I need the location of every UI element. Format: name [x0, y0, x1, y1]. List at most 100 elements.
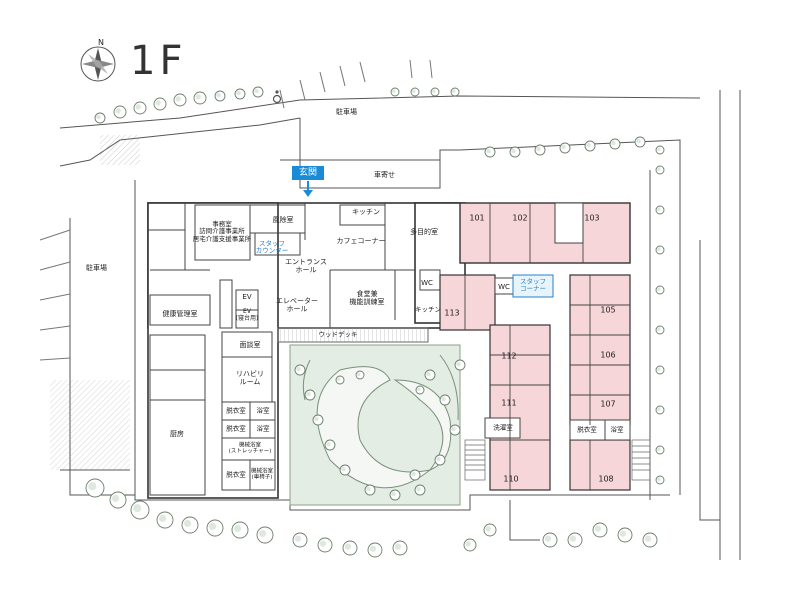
unit-106[interactable]: 106	[600, 350, 616, 360]
tree-highlight	[657, 287, 661, 292]
room-entrance-hall[interactable]: エントランス ホール	[285, 257, 327, 274]
tree-highlight	[452, 89, 456, 93]
tree-highlight	[314, 416, 319, 422]
tree-highlight	[511, 148, 516, 154]
parking-label-top: 駐車場	[336, 108, 357, 116]
room-bath-4[interactable]: 浴室	[610, 425, 624, 434]
entrance-badge[interactable]: 玄関	[292, 166, 324, 180]
tree-highlight	[417, 387, 421, 392]
room-staff-counter[interactable]: スタッフ カウンター	[255, 239, 289, 255]
tree-highlight	[366, 486, 371, 492]
tree-highlight	[209, 522, 217, 531]
tree-highlight	[544, 535, 552, 542]
room-wc-1[interactable]: WC	[421, 278, 433, 287]
tree-highlight	[155, 100, 161, 106]
tree-highlight	[135, 104, 141, 110]
room-laundry[interactable]: 洗濯室	[493, 423, 513, 432]
room-office[interactable]: 事務室 訪問介護事業所 居宅介護支援事業所	[192, 219, 252, 243]
room-consult[interactable]: 面談室	[239, 340, 261, 349]
tree-highlight	[644, 535, 652, 542]
tree-highlight	[441, 396, 446, 402]
tree-highlight	[416, 486, 421, 492]
tree-highlight	[88, 482, 97, 491]
tree-highlight	[426, 371, 431, 377]
tree-highlight	[96, 114, 101, 120]
trees	[85, 86, 665, 558]
tree-highlight	[569, 535, 577, 542]
tree-highlight	[195, 94, 201, 100]
tree-highlight	[254, 88, 259, 94]
tree-highlight	[326, 441, 331, 447]
tree-highlight	[432, 89, 436, 93]
room-ev-1[interactable]: EV	[242, 292, 252, 301]
unit-111[interactable]: 111	[501, 398, 517, 408]
tree-highlight	[657, 207, 661, 211]
arrow-down-icon	[303, 181, 313, 197]
room-wc-2[interactable]: WC	[498, 282, 510, 291]
tree-highlight	[412, 89, 416, 93]
tree-highlight	[657, 147, 661, 151]
tree-highlight	[657, 327, 661, 332]
tree-highlight	[319, 540, 327, 547]
room-changing-4[interactable]: 脱衣室	[577, 425, 597, 434]
room-changing-2[interactable]: 脱衣室	[226, 424, 246, 433]
room-machine-bath-wheelchair[interactable]: 機械浴室 (車椅子)	[250, 468, 274, 481]
unit-102[interactable]: 102	[512, 213, 528, 223]
tree-highlight	[611, 140, 616, 146]
room-elevator-hall[interactable]: エレベーター ホール	[276, 296, 318, 313]
dropoff-label: 車寄せ	[374, 171, 395, 179]
tree-highlight	[536, 146, 541, 152]
room-rehab[interactable]: リハビリ ルーム	[236, 369, 264, 386]
tree-highlight	[486, 148, 491, 154]
tree-highlight	[306, 391, 311, 397]
tree-highlight	[159, 514, 167, 523]
parking-label-left: 駐車場	[86, 264, 107, 272]
room-changing-1[interactable]: 脱衣室	[226, 406, 246, 415]
room-health[interactable]: 健康管理室	[162, 309, 198, 318]
room-machine-bath-stretcher[interactable]: 機械浴室 (ストレッチャー)	[228, 442, 272, 455]
room-kitchen-big[interactable]: 厨房	[170, 429, 184, 438]
tree-highlight	[394, 543, 402, 550]
tree-highlight	[184, 519, 192, 528]
unit-wing	[439, 202, 631, 491]
unit-105[interactable]: 105	[600, 305, 616, 315]
unit-103[interactable]: 103	[584, 213, 600, 223]
parking-stripes	[279, 59, 433, 109]
tree-highlight	[236, 90, 241, 96]
tree-highlight	[657, 367, 661, 372]
tree-highlight	[657, 167, 661, 171]
room-changing-3[interactable]: 脱衣室	[226, 470, 246, 479]
room-bath-1[interactable]: 浴室	[256, 406, 270, 415]
room-dining[interactable]: 食堂兼 機能訓練室	[349, 289, 385, 306]
page-title: 1F	[130, 38, 187, 84]
tree-highlight	[357, 372, 361, 377]
wheelchair-icon	[272, 90, 282, 104]
unit-108[interactable]: 108	[598, 474, 614, 484]
tree-highlight	[296, 366, 301, 372]
compass-icon	[80, 46, 116, 82]
tree-highlight	[594, 525, 602, 532]
tree-highlight	[391, 491, 396, 497]
room-cafe[interactable]: カフェコーナー	[336, 236, 386, 245]
unit-107[interactable]: 107	[600, 399, 616, 409]
unit-113[interactable]: 113	[444, 308, 460, 318]
unit-101[interactable]: 101	[469, 213, 485, 223]
room-kitchen-top[interactable]: キッチン	[352, 207, 380, 216]
unit-110[interactable]: 110	[503, 474, 519, 484]
room-kitchen-right[interactable]: キッチン	[415, 305, 441, 314]
tree-highlight	[115, 108, 121, 114]
unit-112[interactable]: 112	[501, 351, 517, 361]
room-staff-corner[interactable]: スタッフ コーナー	[520, 277, 546, 293]
room-windbreak[interactable]: 風除室	[272, 215, 294, 224]
room-ev-2[interactable]: EV (寝台用)	[235, 308, 259, 322]
tree-highlight	[456, 361, 461, 367]
tree-highlight	[259, 529, 267, 538]
tree-highlight	[341, 466, 346, 472]
tree-highlight	[411, 471, 416, 477]
room-multipurpose[interactable]: 多目的室	[410, 227, 438, 236]
tree-highlight	[451, 426, 456, 432]
room-wood-deck[interactable]: ウッドデッキ	[318, 330, 358, 339]
room-bath-2[interactable]: 浴室	[256, 424, 270, 433]
